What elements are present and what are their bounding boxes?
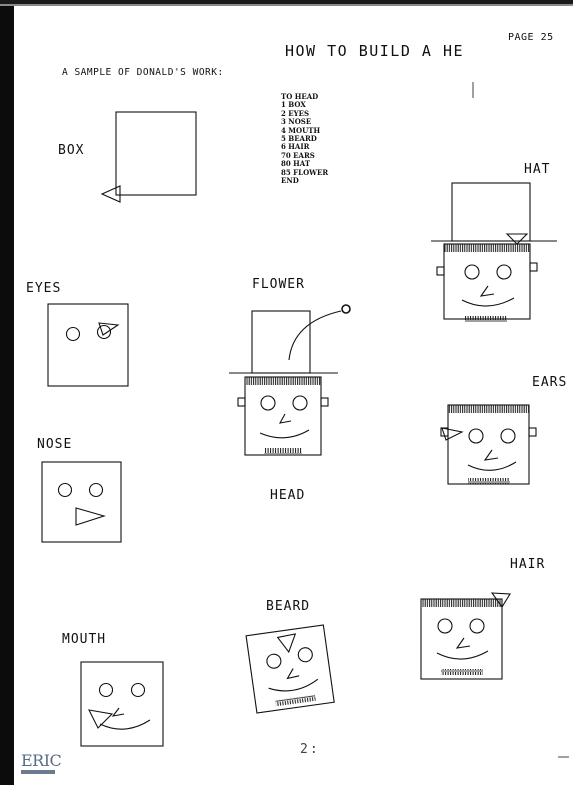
page-mark: 2: (300, 743, 320, 756)
beard-drawing (246, 625, 334, 713)
flower-icon (342, 305, 350, 313)
box-drawing (102, 112, 196, 202)
mouth-drawing (81, 662, 163, 746)
turtle-icon (102, 186, 120, 202)
eric-logo-bar (21, 770, 55, 774)
nose-drawing (42, 462, 121, 542)
hat-drawing (431, 183, 557, 322)
flower-drawing (229, 305, 350, 455)
hair-drawing (421, 593, 510, 679)
turtle-icon (99, 323, 118, 335)
eyes-drawing (48, 304, 128, 386)
turtle-icon (507, 234, 527, 244)
turtle-icon (277, 634, 297, 653)
eric-logo-text: ERIC (21, 751, 61, 770)
eric-logo: ERIC (18, 747, 62, 777)
turtle-icon (76, 508, 104, 525)
ears-drawing (441, 405, 536, 484)
turtle-icon (442, 428, 462, 440)
turtle-icon (89, 710, 112, 728)
